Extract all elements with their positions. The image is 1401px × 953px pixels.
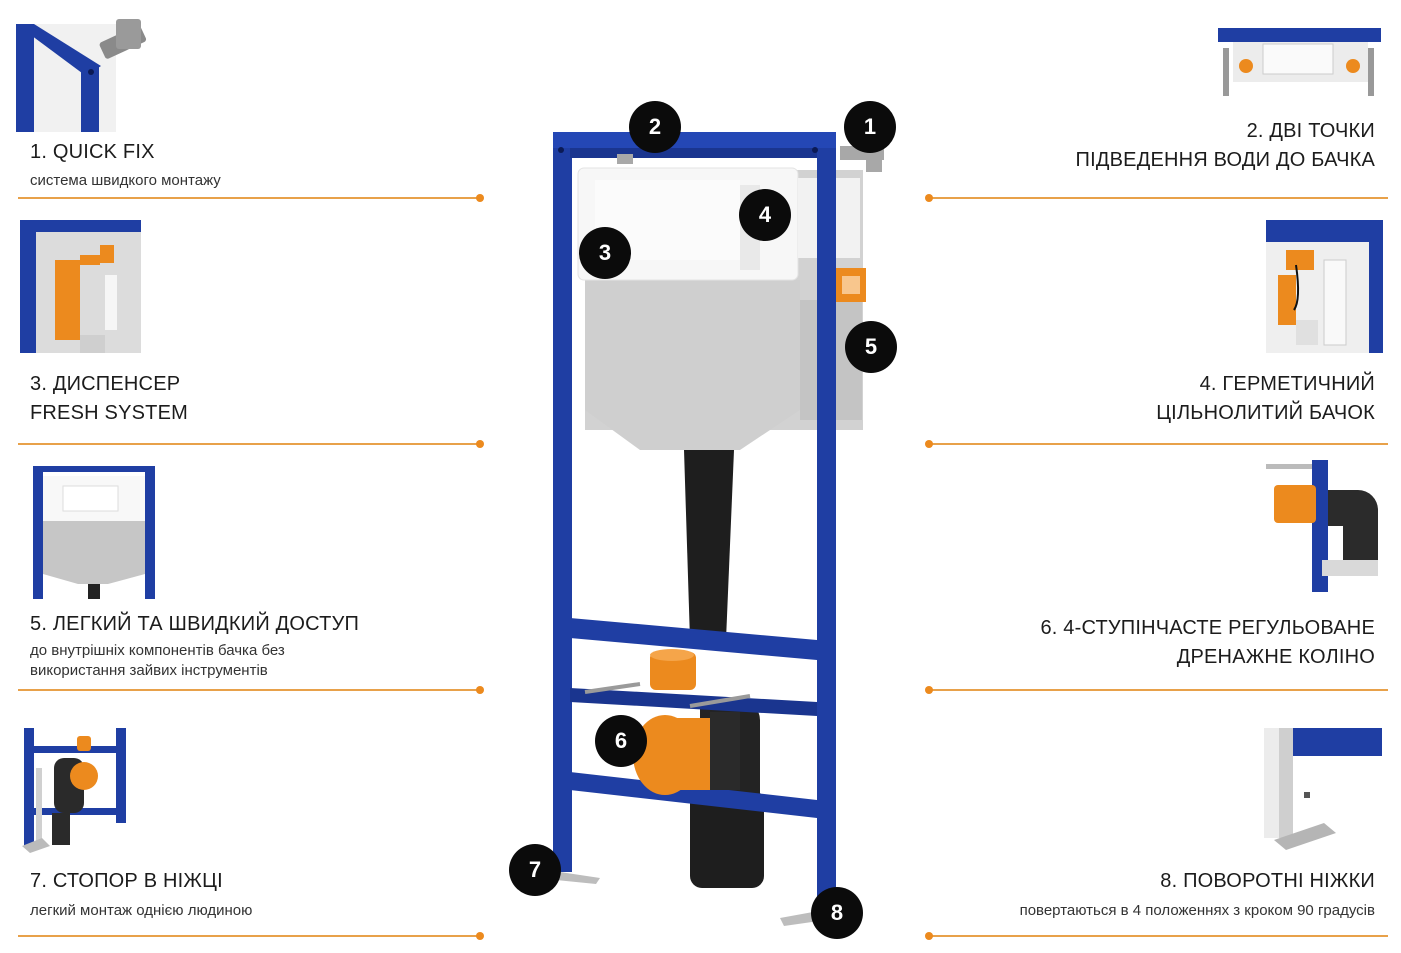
feature-2-title-line-2: ПІДВЕДЕННЯ ВОДИ ДО БАЧКА xyxy=(1075,149,1375,171)
feature-6-title-line-2: ДРЕНАЖНЕ КОЛІНО xyxy=(1176,646,1375,668)
divider-2 xyxy=(925,194,1388,202)
drain-elbow-thumbnail xyxy=(1264,460,1382,592)
rotating-feet-thumbnail xyxy=(1264,728,1382,850)
feature-1-quick-fix: 1. QUICK FIX система швидкого монтажу xyxy=(30,138,470,191)
divider-3 xyxy=(18,440,484,448)
feature-7-description: легкий монтаж однією людиною xyxy=(30,902,253,919)
divider-5 xyxy=(18,686,484,694)
divider-8 xyxy=(925,932,1388,940)
marker-4: 4 xyxy=(739,189,791,241)
feature-8-description: повертаються в 4 положеннях з кроком 90 … xyxy=(1019,902,1375,919)
feature-2-water-inlets: 2. ДВІ ТОЧКИ ПІДВЕДЕННЯ ВОДИ ДО БАЧКА xyxy=(900,117,1375,175)
feature-4-cistern: 4. ГЕРМЕТИЧНИЙ ЦІЛЬНОЛИТИЙ БАЧОК xyxy=(900,370,1375,428)
feature-7-title: 7. СТОПОР В НІЖЦІ xyxy=(30,870,223,892)
cistern-thumbnail xyxy=(1266,220,1383,353)
feature-3-title-line-1: 3. ДИСПЕНСЕР xyxy=(30,373,181,395)
feature-2-title-line-1: 2. ДВІ ТОЧКИ xyxy=(1246,120,1375,142)
feature-4-title-line-2: ЦІЛЬНОЛИТИЙ БАЧОК xyxy=(1156,402,1375,424)
marker-2: 2 xyxy=(629,101,681,153)
divider-6 xyxy=(925,686,1388,694)
feature-4-title-line-1: 4. ГЕРМЕТИЧНИЙ xyxy=(1199,373,1375,395)
feature-3-dispenser: 3. ДИСПЕНСЕР FRESH SYSTEM xyxy=(30,370,470,428)
feature-5-description-line-2: використання зайвих інструментів xyxy=(30,662,268,679)
feature-1-title: 1. QUICK FIX xyxy=(30,141,155,163)
leg-stopper-thumbnail xyxy=(22,728,128,853)
feature-7-leg-stopper: 7. СТОПОР В НІЖЦІ легкий монтаж однією л… xyxy=(30,867,470,921)
feature-3-title-line-2: FRESH SYSTEM xyxy=(30,402,188,424)
divider-1 xyxy=(18,194,484,202)
feature-5-access: 5. ЛЕГКИЙ ТА ШВИДКИЙ ДОСТУП до внутрішні… xyxy=(30,610,490,681)
marker-6: 6 xyxy=(595,715,647,767)
feature-8-title: 8. ПОВОРОТНІ НІЖКИ xyxy=(1160,870,1375,892)
quick-fix-thumbnail xyxy=(16,14,151,132)
divider-4 xyxy=(925,440,1388,448)
feature-6-drain-elbow: 6. 4-СТУПІНЧАСТЕ РЕГУЛЬОВАНЕ ДРЕНАЖНЕ КО… xyxy=(900,614,1375,672)
feature-8-rotating-feet: 8. ПОВОРОТНІ НІЖКИ повертаються в 4 поло… xyxy=(900,867,1375,921)
marker-3: 3 xyxy=(579,227,631,279)
marker-1: 1 xyxy=(844,101,896,153)
dispenser-thumbnail xyxy=(20,220,141,353)
access-thumbnail xyxy=(33,466,155,599)
feature-5-description-line-1: до внутрішніх компонентів бачка без xyxy=(30,642,285,659)
marker-7: 7 xyxy=(509,844,561,896)
marker-8: 8 xyxy=(811,887,863,939)
feature-1-description: система швидкого монтажу xyxy=(30,172,221,189)
feature-6-title-line-1: 6. 4-СТУПІНЧАСТЕ РЕГУЛЬОВАНЕ xyxy=(1040,617,1375,639)
water-inlet-thumbnail xyxy=(1218,28,1381,98)
feature-5-title: 5. ЛЕГКИЙ ТА ШВИДКИЙ ДОСТУП xyxy=(30,613,360,635)
divider-7 xyxy=(18,932,484,940)
marker-5: 5 xyxy=(845,321,897,373)
